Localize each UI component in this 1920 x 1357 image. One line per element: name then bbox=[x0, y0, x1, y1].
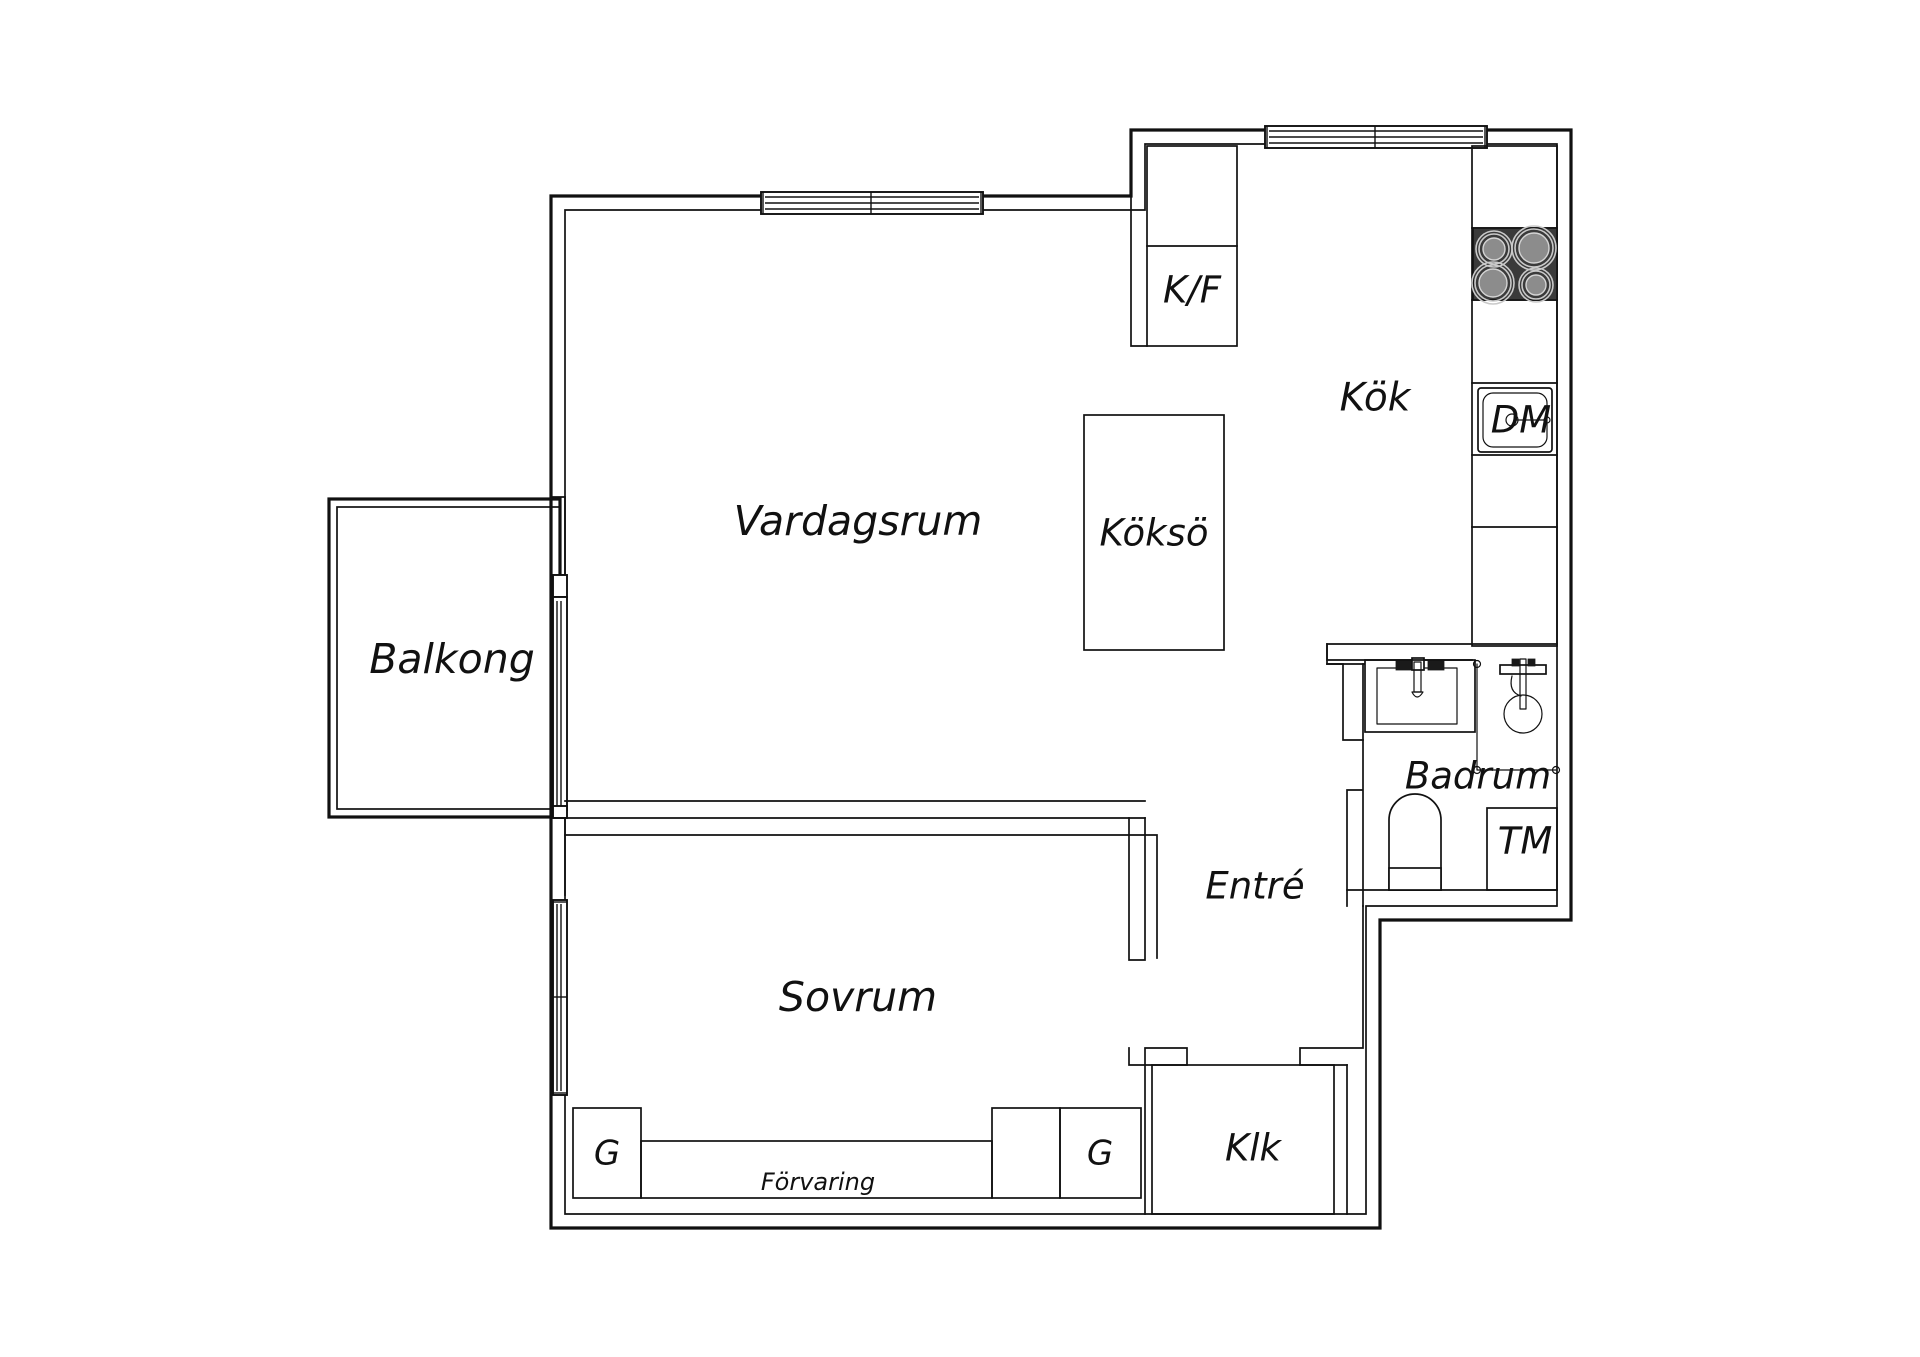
fixture-label-wardrobe-right: G bbox=[1087, 1134, 1113, 1174]
fixture-label-fridge-freezer: K/F bbox=[1163, 269, 1222, 312]
kitchen-lower-ledge bbox=[1326, 643, 1473, 661]
kitchen-window bbox=[1264, 125, 1488, 149]
fixture-label-tumble-dryer: TM bbox=[1498, 820, 1553, 863]
walk-in-closet-walls bbox=[1151, 1064, 1335, 1215]
bathroom-walls bbox=[1326, 643, 1558, 907]
room-label-kitchen-island: Köksö bbox=[1100, 512, 1209, 555]
living-room-left-wall bbox=[550, 496, 568, 896]
shower bbox=[1472, 658, 1561, 775]
room-label-living-room: Vardagsrum bbox=[734, 497, 983, 545]
toilet bbox=[1388, 793, 1442, 891]
room-label-hall: Entré bbox=[1205, 865, 1304, 908]
room-label-walk-in-closet: Klk bbox=[1225, 1127, 1283, 1170]
bedroom-storage-units bbox=[572, 1107, 1142, 1199]
room-label-kitchen: Kök bbox=[1340, 376, 1412, 421]
room-label-balcony: Balkong bbox=[369, 635, 534, 683]
kitchen-sink bbox=[1477, 387, 1553, 453]
fixture-label-wardrobe-left: G bbox=[594, 1134, 620, 1174]
kitchen-island bbox=[1083, 414, 1225, 651]
fixture-label-storage: Förvaring bbox=[761, 1168, 875, 1196]
tumble-dryer-unit bbox=[1486, 807, 1558, 891]
room-label-bathroom: Badrum bbox=[1405, 755, 1551, 798]
stove-hob bbox=[1471, 225, 1558, 305]
hall-walls bbox=[1128, 817, 1364, 1215]
bedroom-window bbox=[552, 899, 568, 1096]
bedroom-top-wall bbox=[564, 800, 1158, 959]
fixture-label-dishwasher: DM bbox=[1491, 399, 1551, 442]
fridge-freezer-unit bbox=[1130, 145, 1238, 347]
room-label-bedroom: Sovrum bbox=[779, 973, 937, 1021]
wash-basin bbox=[1364, 657, 1476, 733]
apartment-outer-wall bbox=[549, 128, 1573, 1230]
living-room-window bbox=[760, 191, 984, 215]
